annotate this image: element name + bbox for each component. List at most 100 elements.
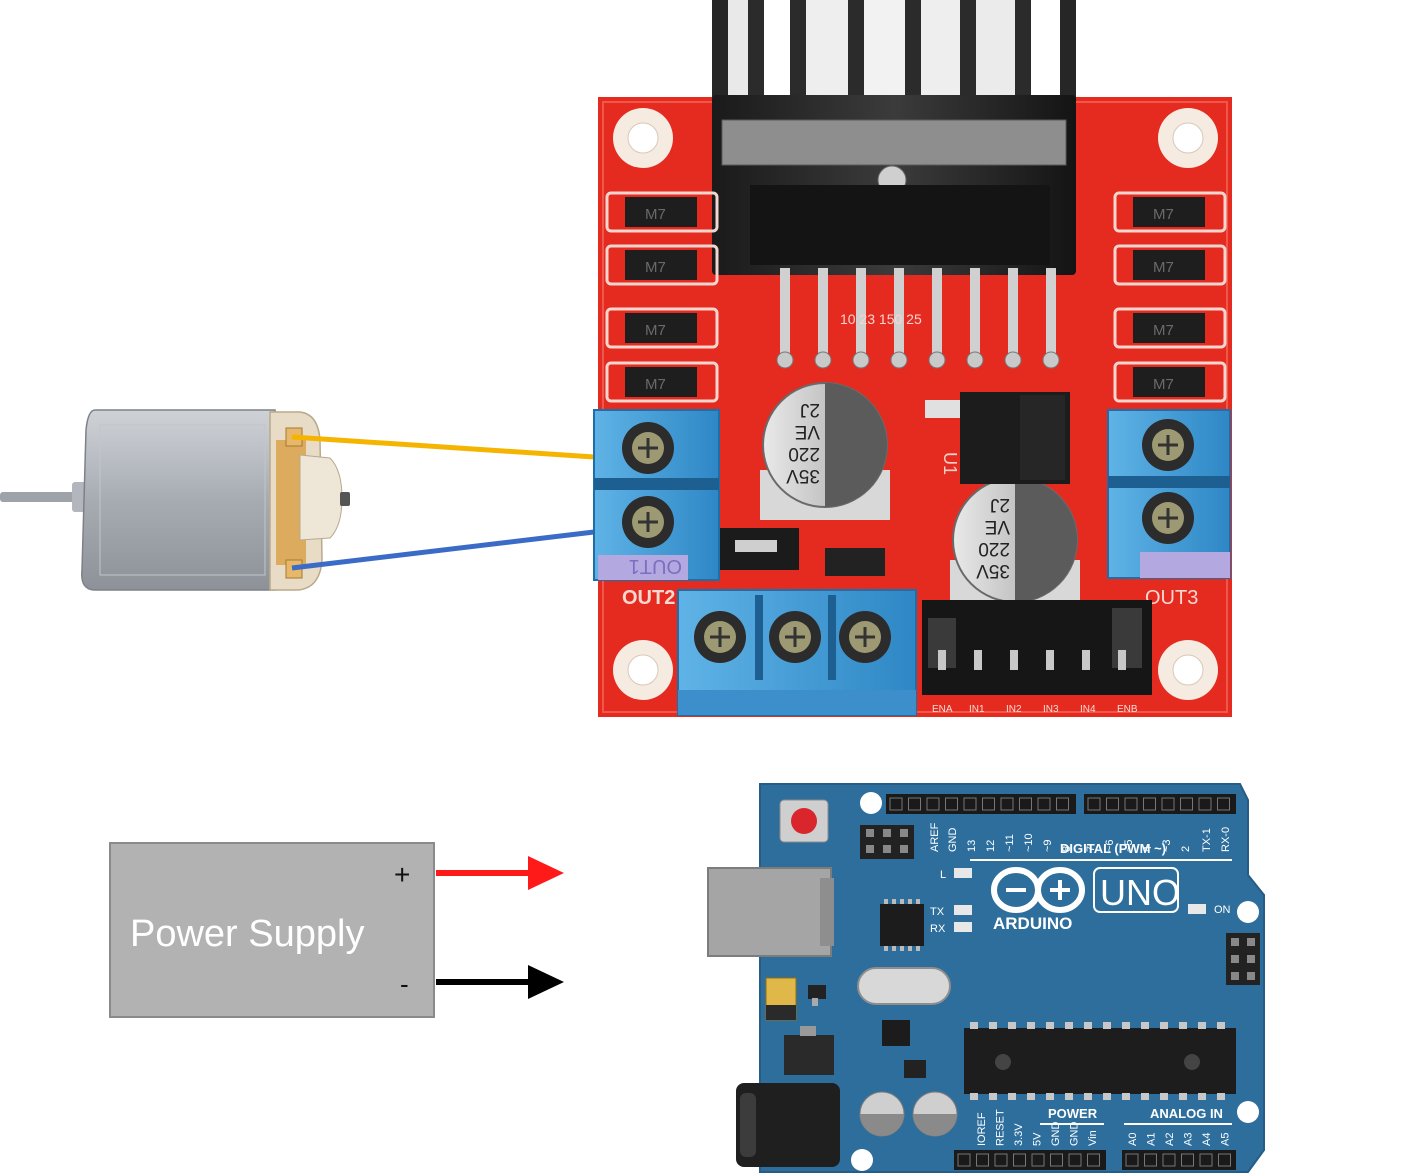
diode-label: M7 (1153, 206, 1174, 223)
smd-diode: M7 (1113, 244, 1227, 286)
mounting-holes (613, 108, 1218, 700)
smd-diode: M7 (605, 307, 719, 349)
usb-chip (880, 904, 924, 946)
power-pin-label: GND (1050, 1122, 1062, 1147)
analog-pin-label: A4 (1201, 1133, 1213, 1146)
digital-pin-label: ~9 (1042, 839, 1054, 852)
header-socket (1087, 797, 1101, 811)
header-socket (945, 797, 958, 811)
diode-label: M7 (645, 206, 666, 223)
digital-pin-label: ~11 (1004, 834, 1016, 852)
crystal-oscillator (857, 967, 951, 1005)
arduino-model: UNO (1100, 872, 1180, 913)
header-socket (1161, 797, 1175, 811)
header-socket (1019, 797, 1032, 811)
digital-pin-label: ~6 (1104, 839, 1116, 852)
header-socket (1180, 797, 1193, 811)
header-socket (908, 797, 921, 811)
chip-leg-pad (966, 351, 984, 369)
diode-label: M7 (1153, 376, 1174, 393)
positive-arrow-icon (528, 856, 564, 890)
diode-label: M7 (645, 322, 666, 339)
digital-pin-label: 12 (985, 840, 997, 852)
voltage-regulator: U1 (925, 392, 1070, 484)
u1-label: U1 (940, 452, 960, 475)
chip-leg-pad (890, 351, 908, 369)
capacitor-1: 35V 220 VE 2J (760, 382, 890, 520)
arduino-logo-text: ARDUINO (993, 914, 1072, 933)
analog-pin-label: A0 (1127, 1133, 1139, 1146)
pin-label-in4: IN4 (1080, 704, 1096, 715)
power-supply-minus: - (400, 969, 409, 999)
header-pin (1118, 650, 1126, 670)
diode-label: M7 (645, 259, 666, 276)
analog-pin-label: A3 (1183, 1133, 1195, 1146)
arduino-logo (991, 867, 1085, 913)
chip-leg (1008, 268, 1018, 360)
pin-label-in3: IN3 (1043, 704, 1059, 715)
led-rx-label: RX (930, 923, 946, 935)
header-socket (1124, 797, 1138, 811)
icsp-header-top (860, 825, 914, 859)
digital-pin-label: ~5 (1123, 839, 1135, 852)
smd-diode: M7 (605, 244, 719, 286)
l298-chip-legs (776, 268, 1060, 369)
header-socket (963, 797, 977, 811)
header-socket (1106, 797, 1119, 811)
chip-leg (970, 268, 980, 360)
header-strip-left (886, 794, 1076, 814)
power-pin-label: IOREF (976, 1112, 988, 1146)
terminal-block-power (677, 589, 917, 716)
chip-leg-pad (852, 351, 870, 369)
digital-pin-label: AREF (929, 822, 941, 852)
header-pin (1010, 650, 1018, 670)
digital-pin-label: 2 (1180, 846, 1192, 852)
header-socket (1143, 797, 1156, 811)
svg-text:2J: 2J (800, 399, 820, 420)
analog-pin-label: A2 (1164, 1133, 1176, 1146)
header-pin (938, 650, 946, 670)
motor-can (81, 409, 276, 591)
smd-diode: M7 (1113, 361, 1227, 403)
chip-leg-pad (928, 351, 946, 369)
chip-leg (818, 268, 828, 360)
digital-pin-label: 7 (1085, 846, 1097, 852)
chip-leg (1046, 268, 1056, 360)
header-socket (982, 797, 995, 811)
digital-label: DIGITAL (PWM ~) (1060, 841, 1166, 856)
smd-diode: M7 (605, 191, 719, 233)
power-supply-label: Power Supply (130, 913, 364, 955)
digital-pin-label: 4 (1142, 846, 1154, 852)
led-rx (954, 922, 972, 932)
out3-label: OUT3 (1145, 587, 1198, 609)
header-socket (1000, 797, 1014, 811)
chip-leg-pad (1042, 351, 1060, 369)
digital-pin-label: ~3 (1161, 839, 1173, 852)
diode-label: M7 (645, 376, 666, 393)
pin-label-in2: IN2 (1006, 704, 1022, 715)
svg-text:OUT1: OUT1 (629, 555, 682, 577)
power-supply-box (109, 842, 435, 1018)
smd-component (825, 548, 885, 576)
header-socket (1217, 797, 1230, 811)
svg-text:220: 220 (978, 538, 1010, 559)
chip-leg (894, 268, 904, 360)
pin-label-enb: ENB (1117, 704, 1138, 715)
pin-label-ena: ENA (932, 704, 953, 715)
chip-leg-pad (1004, 351, 1022, 369)
header-strip-right (1084, 794, 1236, 814)
dc-power-jack (736, 1083, 840, 1167)
bottom-headers (954, 1150, 1236, 1170)
usb-port (707, 867, 832, 957)
analog-pin-label: A5 (1220, 1133, 1232, 1146)
power-label: POWER (1048, 1106, 1098, 1121)
led-on (1188, 904, 1206, 914)
out2-label: OUT2 (622, 587, 675, 609)
